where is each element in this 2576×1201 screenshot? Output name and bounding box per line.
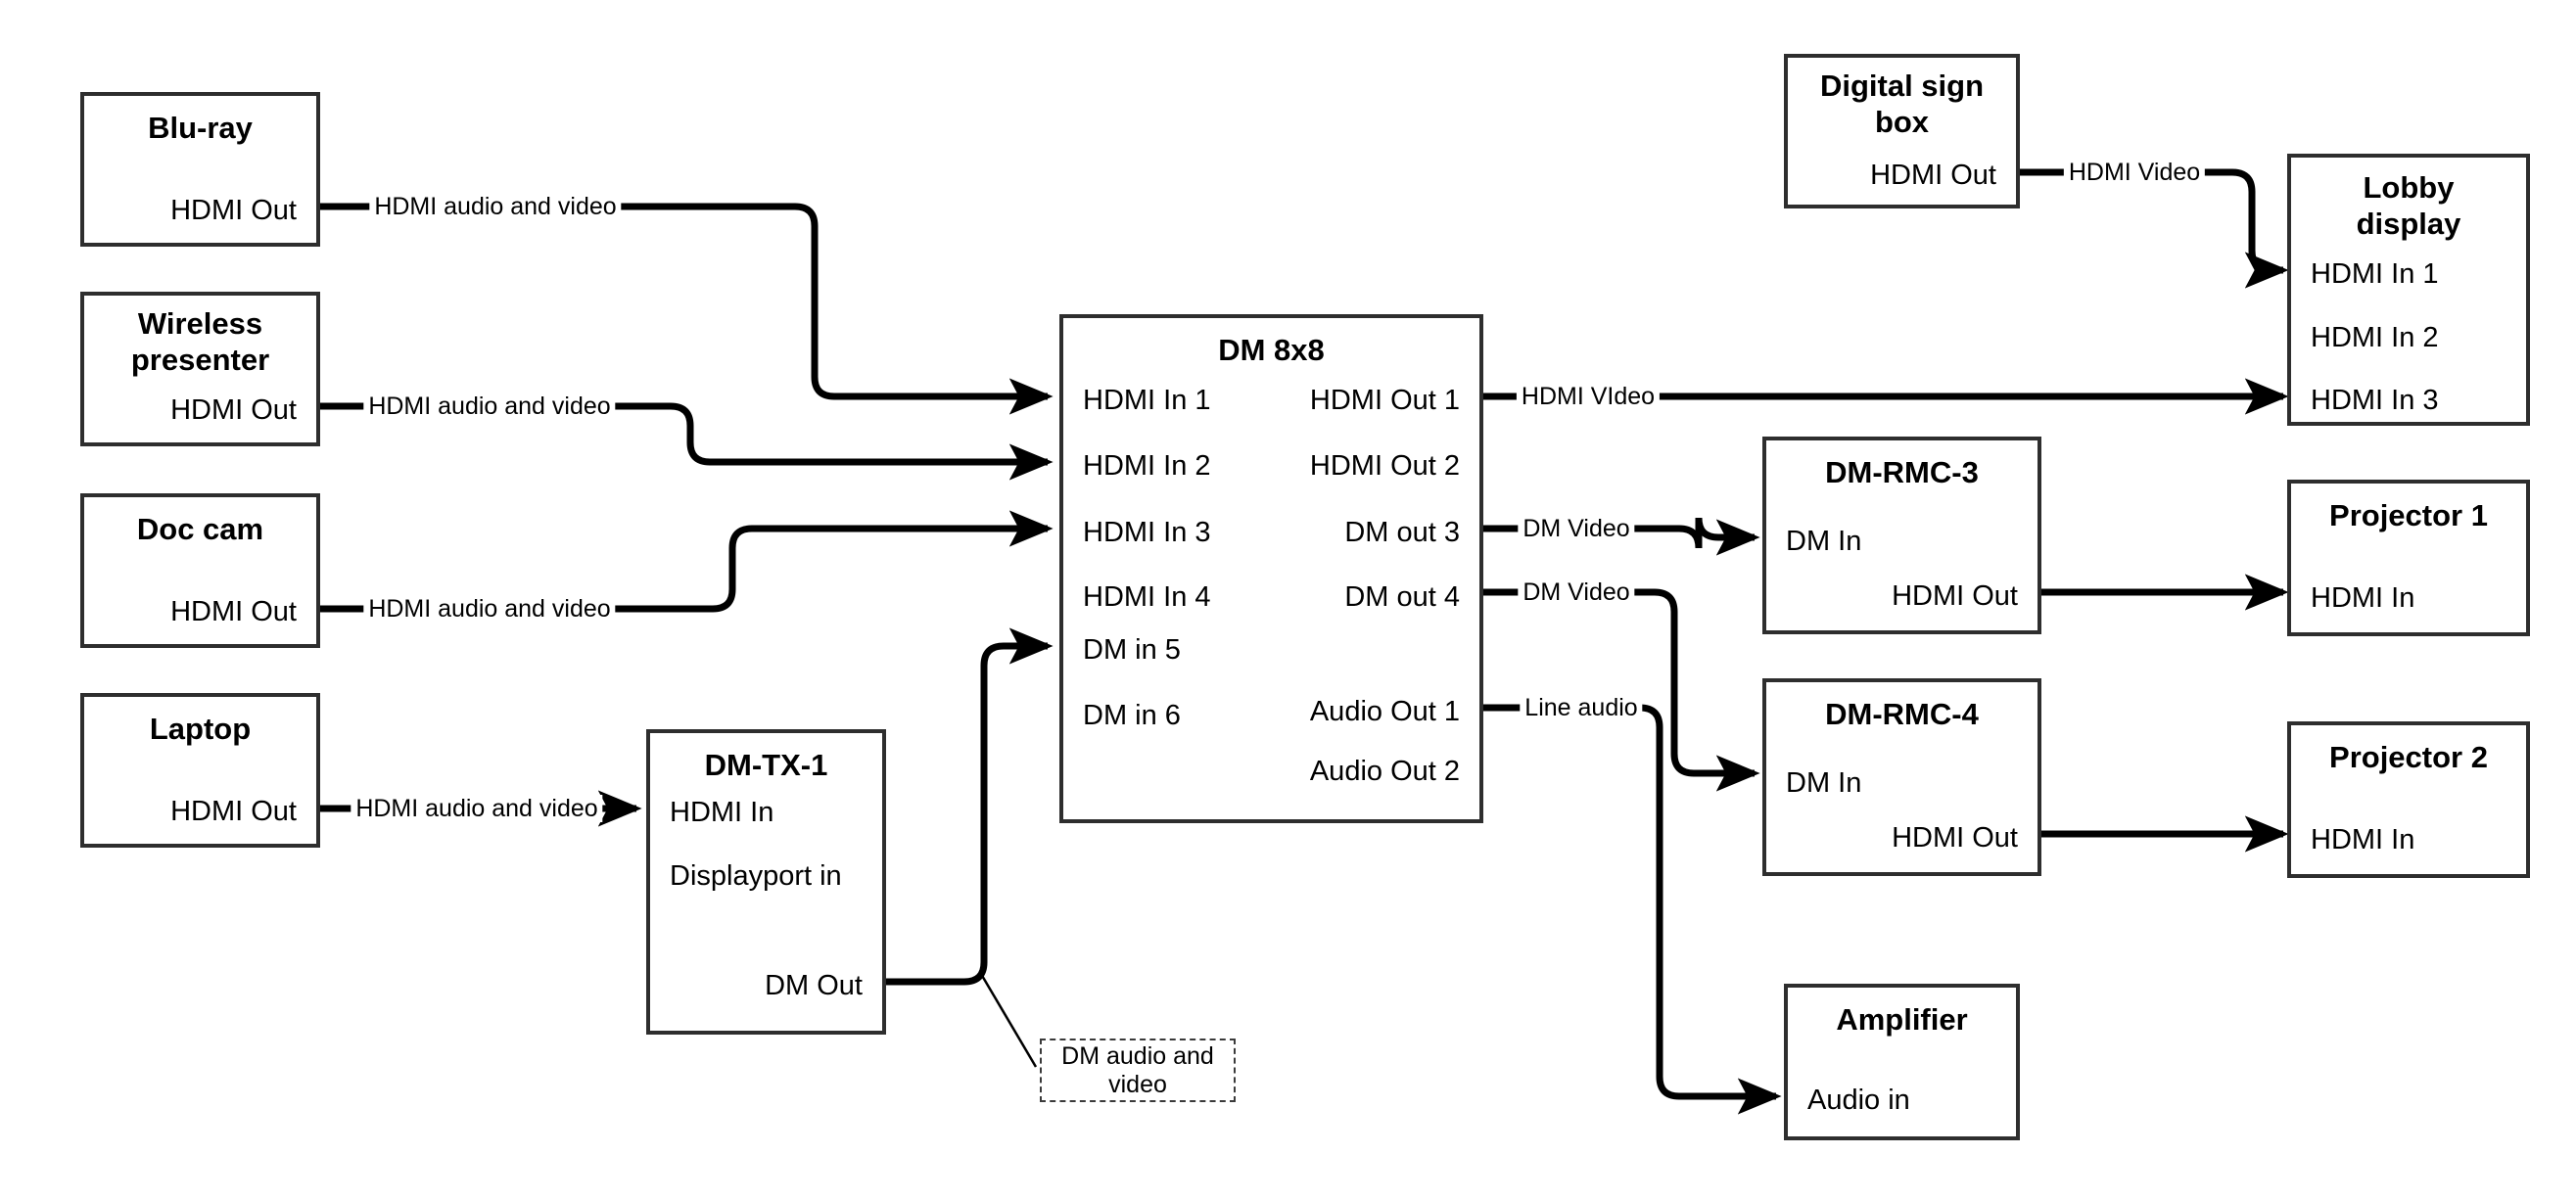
port-lobby-hdmi-in-1[interactable]: HDMI In 1 [2311,258,2439,290]
port-rmc4-hdmi-out[interactable]: HDMI Out [1892,822,2018,854]
node-doc-cam[interactable]: Doc cam HDMI Out [80,493,320,648]
node-projector-1-title: Projector 1 [2329,498,2488,532]
node-dm-rmc-3[interactable]: DM-RMC-3 DM In HDMI Out [1762,437,2041,634]
node-amplifier[interactable]: Amplifier Audio in [1784,984,2020,1140]
node-dm-8x8[interactable]: DM 8x8 HDMI In 1 HDMI In 2 HDMI In 3 HDM… [1059,314,1483,823]
leader-line-dm-audio-video-note [979,973,1038,1068]
port-projector1-hdmi-in[interactable]: HDMI In [2311,582,2415,614]
port-rmc3-dm-in[interactable]: DM In [1786,526,1862,557]
port-dm-in-5[interactable]: DM in 5 [1083,634,1181,666]
wire-dm-out4-to-rmc4 [1483,588,1760,792]
wire-bluray-to-dm-in-1 [320,203,1054,415]
wire-tx-to-dm-in-5 [886,627,1054,986]
wire-sign-to-lobby-in-1 [2020,168,2289,289]
port-lobby-hdmi-in-2[interactable]: HDMI In 2 [2311,322,2439,353]
port-dm-in-6[interactable]: DM in 6 [1083,700,1181,731]
node-wireless-presenter-title-line1: Wireless [137,306,263,341]
node-bluray-title: Blu-ray [148,111,253,145]
wire-label-dm-out4: DM Video [1518,578,1635,606]
node-amplifier-title: Amplifier [1836,1002,1968,1037]
port-dm-in-4[interactable]: HDMI In 4 [1083,581,1211,613]
port-sign-hdmi-out[interactable]: HDMI Out [1870,160,1996,191]
port-dm-out-4[interactable]: DM out 4 [1344,581,1460,613]
port-dm-out-2[interactable]: HDMI Out 2 [1309,450,1460,482]
node-digital-sign-box[interactable]: Digital sign box HDMI Out [1784,54,2020,208]
port-dm-out-3[interactable]: DM out 3 [1344,517,1460,548]
port-projector2-hdmi-in[interactable]: HDMI In [2311,824,2415,855]
node-dm-tx-1-title: DM-TX-1 [704,748,828,782]
wire-audio-out1-to-amplifier [1483,704,1782,1115]
port-dm-out-1[interactable]: HDMI Out 1 [1309,385,1460,416]
node-laptop-title: Laptop [149,712,252,746]
node-projector-2-title: Projector 2 [2329,740,2488,774]
node-lobby-display-title-line1: Lobby [2363,170,2455,205]
node-digital-sign-box-title-line1: Digital sign [1819,69,1985,103]
node-dm-8x8-title: DM 8x8 [1218,333,1325,367]
wire-label-laptop: HDMI audio and video [351,795,603,822]
note-dm-audio-and-video: DM audio and video [1040,1039,1236,1102]
port-dm-in-1[interactable]: HDMI In 1 [1083,385,1211,416]
port-dm-audio-out-1[interactable]: Audio Out 1 [1309,696,1460,727]
wire-label-sign-to-lobby: HDMI Video [2063,159,2206,186]
node-digital-sign-box-title-line2: box [1874,105,1930,139]
port-tx-displayport-in[interactable]: Displayport in [670,860,842,892]
port-rmc4-dm-in[interactable]: DM In [1786,767,1862,799]
port-wireless-hdmi-out[interactable]: HDMI Out [170,394,297,426]
node-dm-rmc-4[interactable]: DM-RMC-4 DM In HDMI Out [1762,678,2041,876]
node-lobby-display[interactable]: Lobby display HDMI In 1 HDMI In 2 HDMI I… [2287,154,2530,426]
port-dm-in-2[interactable]: HDMI In 2 [1083,450,1211,482]
port-amplifier-audio-in[interactable]: Audio in [1807,1085,1910,1116]
wire-label-bluray: HDMI audio and video [369,193,622,220]
node-laptop[interactable]: Laptop HDMI Out [80,693,320,848]
wire-label-dm-out3: DM Video [1518,515,1635,542]
port-dm-in-3[interactable]: HDMI In 3 [1083,517,1211,548]
port-laptop-hdmi-out[interactable]: HDMI Out [170,796,297,827]
wire-label-doccam: HDMI audio and video [363,595,616,623]
port-doccam-hdmi-out[interactable]: HDMI Out [170,596,297,627]
wire-label-wireless: HDMI audio and video [363,393,616,420]
wire-label-dm-out1-to-lobby: HDMI VIdeo [1516,383,1661,410]
node-projector-1[interactable]: Projector 1 HDMI In [2287,480,2530,636]
wire-label-audio-out1: Line audio [1520,694,1643,721]
node-doc-cam-title: Doc cam [136,512,264,546]
node-wireless-presenter[interactable]: Wireless presenter HDMI Out [80,292,320,446]
node-dm-tx-1[interactable]: DM-TX-1 HDMI In Displayport in DM Out [646,729,886,1035]
port-tx-hdmi-in[interactable]: HDMI In [670,797,774,828]
node-projector-2[interactable]: Projector 2 HDMI In [2287,721,2530,878]
node-lobby-display-title-line2: display [2356,207,2461,241]
node-wireless-presenter-title-line2: presenter [130,343,270,377]
port-dm-audio-out-2[interactable]: Audio Out 2 [1309,756,1460,787]
node-dm-rmc-3-title: DM-RMC-3 [1825,455,1979,489]
node-bluray[interactable]: Blu-ray HDMI Out [80,92,320,247]
port-bluray-hdmi-out[interactable]: HDMI Out [170,195,297,226]
port-tx-dm-out[interactable]: DM Out [765,970,863,1001]
port-lobby-hdmi-in-3[interactable]: HDMI In 3 [2311,385,2439,416]
node-dm-rmc-4-title: DM-RMC-4 [1825,697,1979,731]
port-rmc3-hdmi-out[interactable]: HDMI Out [1892,580,2018,612]
